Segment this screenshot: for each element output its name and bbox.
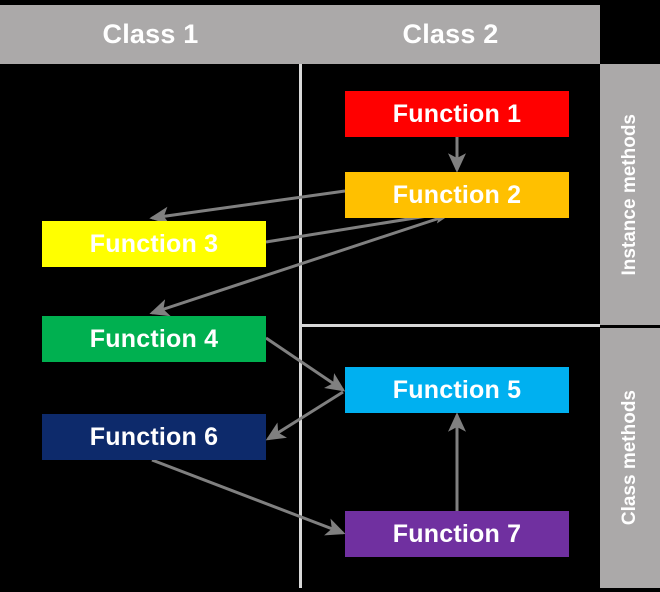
column-header-band: Class 1 Class 2 [0, 5, 600, 64]
arrow-fn2-to-fn3 [149, 189, 346, 225]
function-box-3-label: Function 3 [89, 229, 219, 258]
function-box-2-label: Function 2 [392, 180, 522, 209]
function-box-7-label: Function 7 [392, 519, 522, 548]
function-box-3[interactable]: Function 3 [42, 221, 266, 267]
function-box-1-label: Function 1 [392, 99, 522, 128]
function-box-4[interactable]: Function 4 [42, 316, 266, 362]
column-header-class1-label: Class 1 [102, 19, 199, 49]
column-header-class2: Class 2 [301, 5, 600, 64]
function-box-7[interactable]: Function 7 [345, 511, 569, 557]
column-header-class2-label: Class 2 [402, 19, 499, 49]
function-box-5-label: Function 5 [392, 375, 522, 404]
arrow-fn4-to-fn5 [265, 336, 346, 392]
column-divider [299, 64, 302, 588]
row-header-class-methods: Class methods [600, 328, 660, 588]
row-header-class-methods-label: Class methods [619, 390, 640, 526]
arrow-fn5-to-fn6 [265, 390, 344, 441]
row-divider [301, 324, 600, 327]
function-box-6[interactable]: Function 6 [42, 414, 266, 460]
row-header-instance-methods-label: Instance methods [619, 113, 640, 276]
function-box-2[interactable]: Function 2 [345, 172, 569, 218]
row-header-divider [600, 325, 660, 328]
column-header-class1: Class 1 [0, 5, 301, 64]
row-header-instance-methods: Instance methods [600, 64, 660, 325]
function-box-4-label: Function 4 [89, 324, 219, 353]
arrow-fn6-to-fn7 [151, 458, 346, 536]
function-box-5[interactable]: Function 5 [345, 367, 569, 413]
function-box-1[interactable]: Function 1 [345, 91, 569, 137]
function-box-6-label: Function 6 [89, 422, 219, 451]
